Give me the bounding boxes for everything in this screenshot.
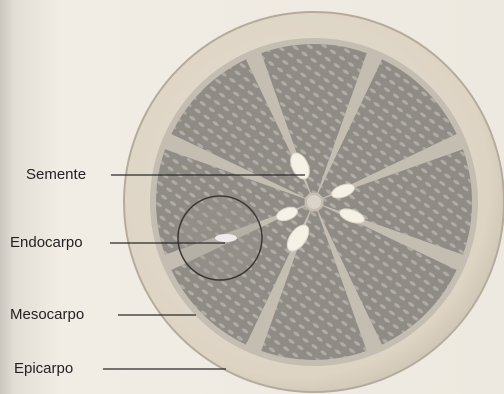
label-mesocarpo: Mesocarpo xyxy=(10,306,84,324)
fruit-center xyxy=(307,195,321,209)
label-semente: Semente xyxy=(26,166,86,184)
label-endocarpo: Endocarpo xyxy=(10,234,83,252)
endocarp-vesicle-highlight xyxy=(215,234,237,242)
label-epicarpo: Epicarpo xyxy=(14,360,73,378)
